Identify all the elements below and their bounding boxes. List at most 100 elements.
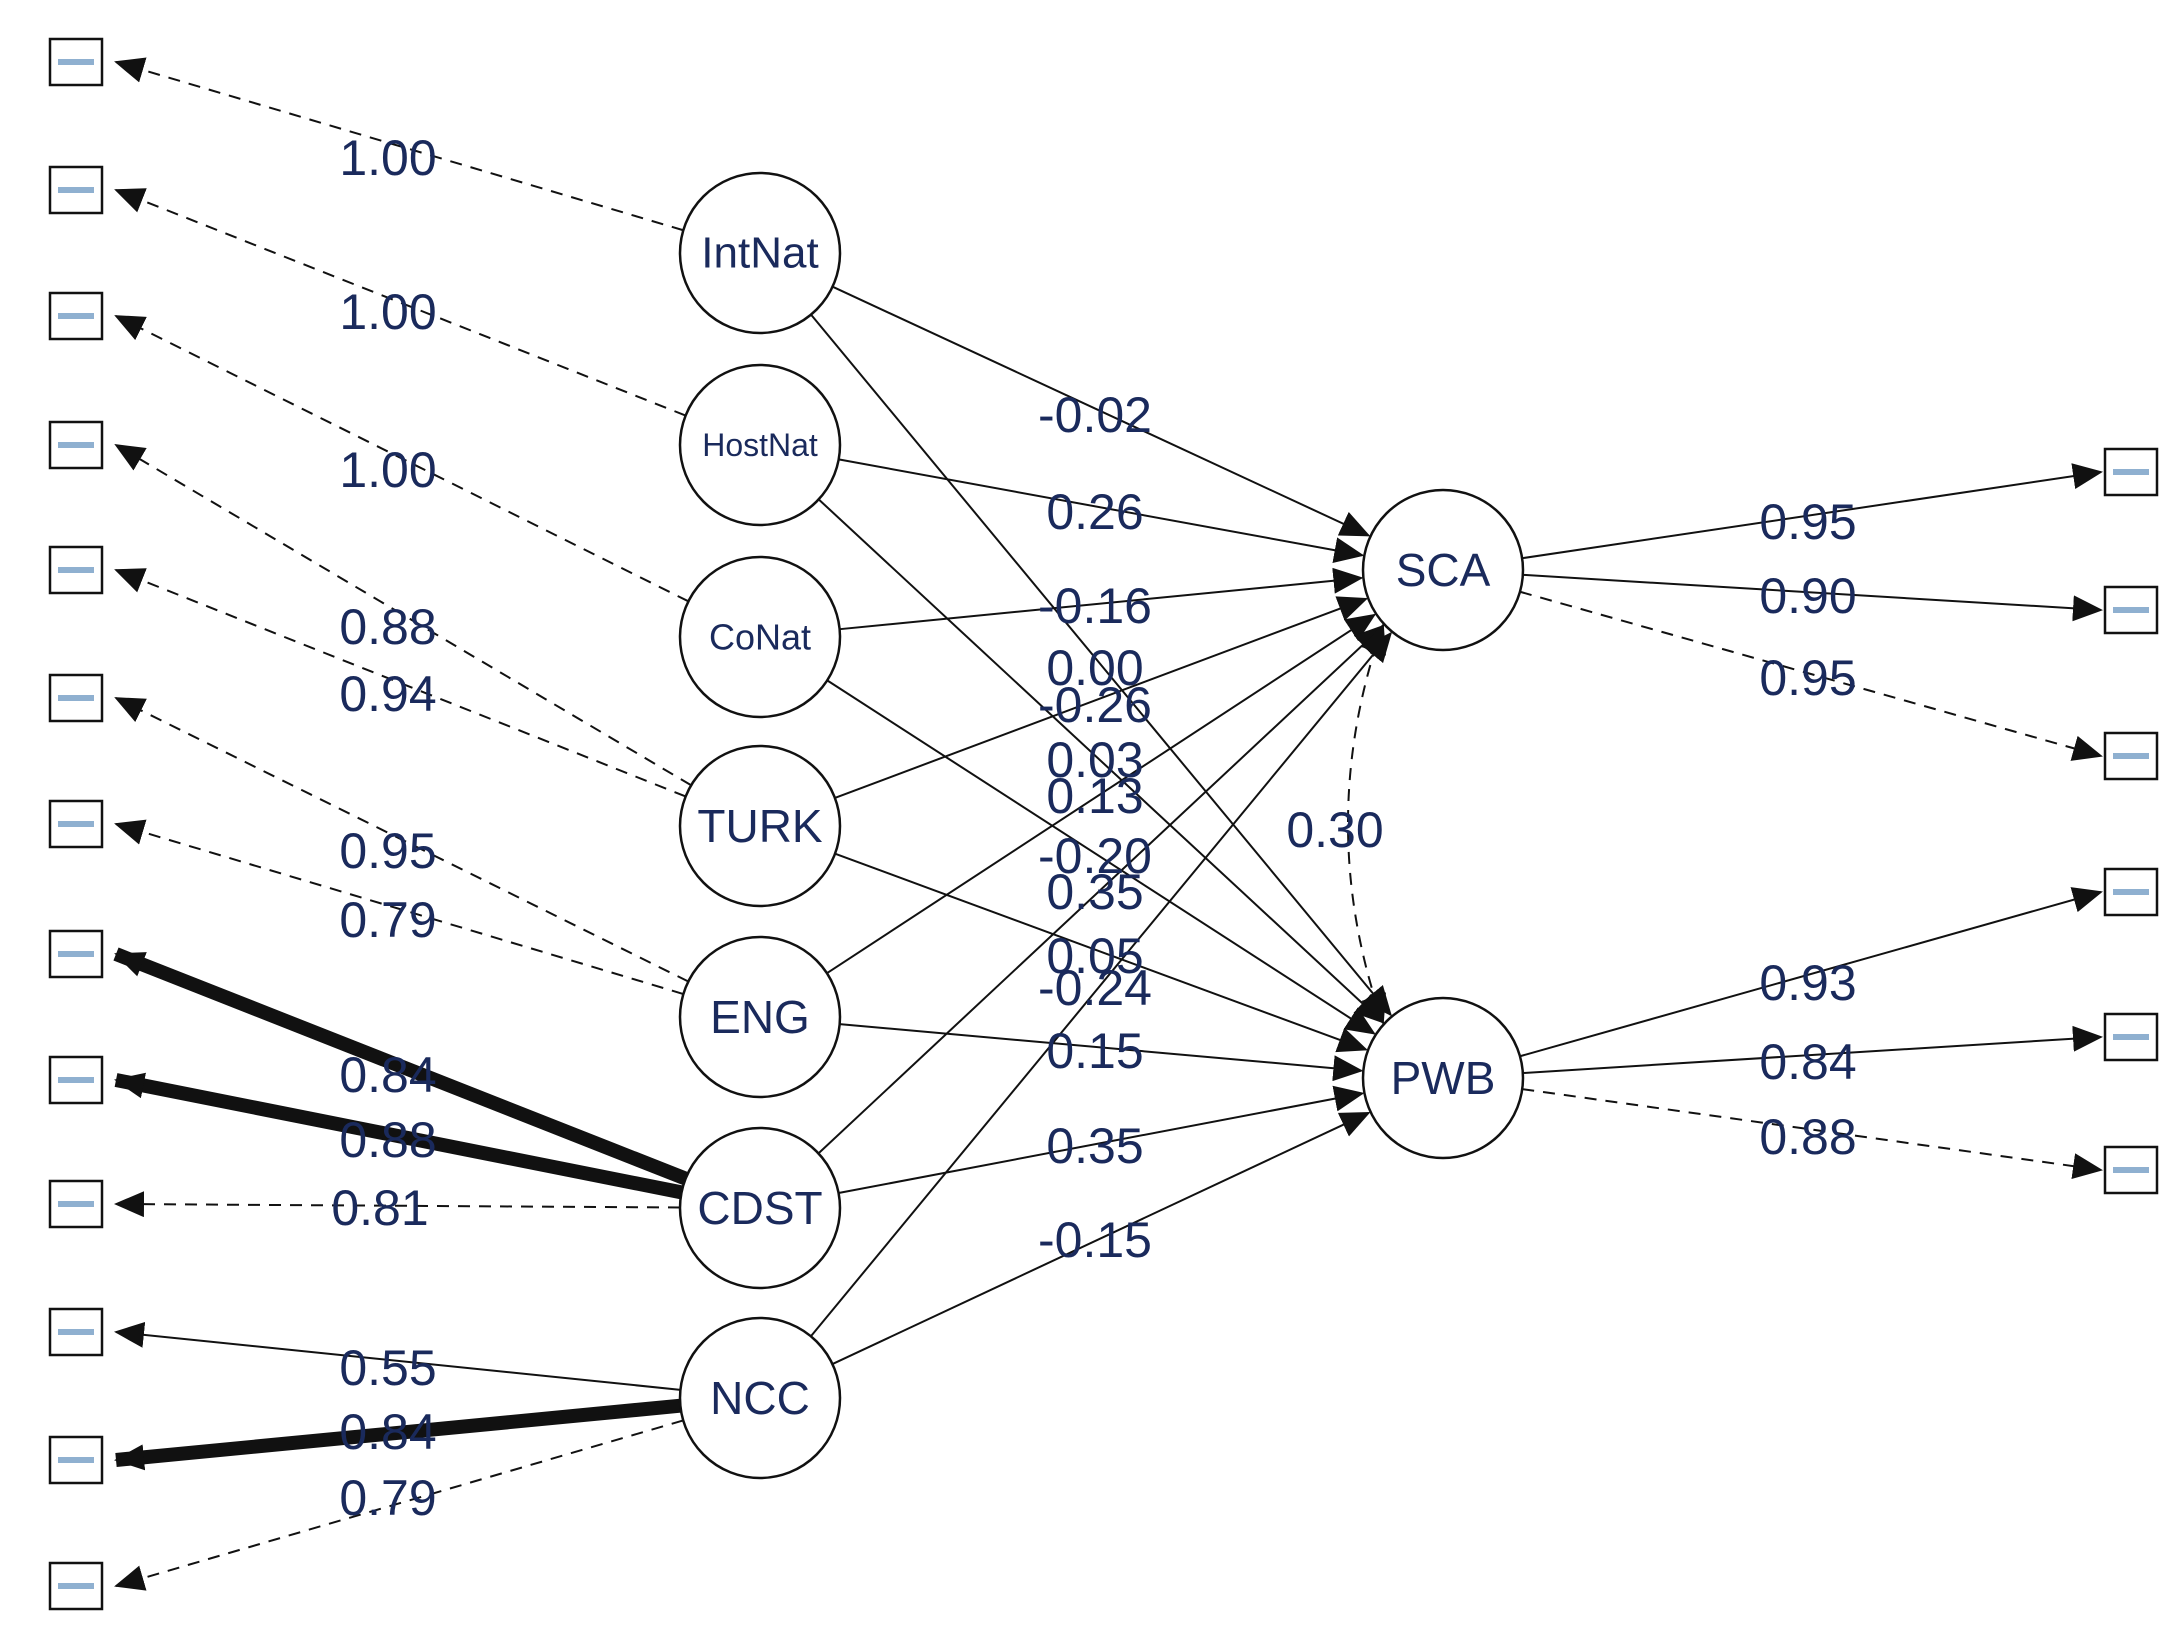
manifest-indicator-right xyxy=(2103,731,2159,781)
path-coefficient-label: -0.20 xyxy=(1038,828,1152,884)
manifest-indicator-left xyxy=(48,291,104,341)
manifest-indicator-left xyxy=(48,1561,104,1611)
loading-label: 0.93 xyxy=(1759,955,1856,1011)
latent-node-hostnat: HostNat xyxy=(678,363,842,527)
loading-path xyxy=(114,443,692,787)
structural-path xyxy=(810,631,1393,1337)
loading-label: 0.84 xyxy=(339,1404,436,1460)
structural-path xyxy=(834,852,1368,1053)
loading-path xyxy=(1522,573,2103,622)
latent-node-label: IntNat xyxy=(701,229,818,278)
loading-path xyxy=(1522,1088,2103,1179)
loading-path xyxy=(114,57,684,232)
manifest-indicator-right xyxy=(2103,867,2159,917)
manifest-indicator-left xyxy=(48,929,104,979)
structural-path xyxy=(838,1085,1365,1195)
manifest-indicator-left xyxy=(48,37,104,87)
path-coefficient-label: 0.35 xyxy=(1046,864,1143,920)
path-coefficient-label: -0.24 xyxy=(1038,960,1152,1016)
loading-label: 0.95 xyxy=(339,823,436,879)
manifest-indicator-left xyxy=(48,1055,104,1105)
loading-path xyxy=(1521,463,2103,560)
loading-label: 0.90 xyxy=(1759,568,1856,624)
manifest-indicator-left xyxy=(48,1435,104,1485)
manifest-indicator-right xyxy=(2103,447,2159,497)
path-coefficient-label: -0.02 xyxy=(1038,387,1152,443)
structural-path xyxy=(832,285,1371,537)
manifest-indicator-left xyxy=(48,420,104,470)
latent-node-label: ENG xyxy=(710,991,810,1043)
structural-path xyxy=(826,679,1376,1035)
manifest-indicator-right xyxy=(2103,1145,2159,1195)
loading-path xyxy=(114,315,689,603)
loading-label: 0.81 xyxy=(331,1180,428,1236)
latent-node-label: PWB xyxy=(1391,1052,1496,1104)
path-coefficient-label: -0.26 xyxy=(1038,677,1152,733)
loading-path xyxy=(114,819,684,995)
loading-path xyxy=(1522,1025,2103,1075)
structural-path xyxy=(826,613,1377,975)
loading-path xyxy=(114,188,686,417)
manifest-indicator-left xyxy=(48,1179,104,1229)
manifest-indicator-left xyxy=(48,673,104,723)
manifest-indicator-left xyxy=(48,1307,104,1357)
loading-path xyxy=(114,1072,683,1200)
latent-node-pwb: PWB xyxy=(1361,996,1525,1160)
residual-covariance-label: 0.30 xyxy=(1286,802,1383,858)
path-coefficient-label: 0.03 xyxy=(1046,732,1143,788)
latent-node-intnat: IntNat xyxy=(678,171,842,335)
manifest-indicator-right xyxy=(2103,585,2159,635)
edges-layer xyxy=(113,57,2103,1591)
loading-label: 0.79 xyxy=(339,1470,436,1526)
path-coefficient-label: 0.13 xyxy=(1046,768,1143,824)
loading-path xyxy=(114,1398,682,1471)
latent-node-cdst: CDST xyxy=(678,1126,842,1290)
latent-node-turk: TURK xyxy=(678,744,842,908)
path-coefficient-label: 0.00 xyxy=(1046,640,1143,696)
path-coefficient-label: -0.16 xyxy=(1038,578,1152,634)
structural-path xyxy=(832,1111,1371,1365)
loading-label: 0.88 xyxy=(339,599,436,655)
latent-node-label: CDST xyxy=(697,1182,822,1234)
structural-path xyxy=(810,313,1392,1017)
loading-path xyxy=(114,1419,684,1591)
structural-path xyxy=(817,624,1385,1155)
manifest-indicator-left xyxy=(48,165,104,215)
loading-path xyxy=(1519,887,2103,1058)
loading-label: 0.79 xyxy=(339,892,436,948)
latent-node-sca: SCA xyxy=(1361,488,1525,652)
loading-label: 0.84 xyxy=(1759,1034,1856,1090)
labels-layer: 1.001.001.000.880.940.950.790.840.880.81… xyxy=(331,130,1856,1526)
loading-path xyxy=(114,1191,681,1218)
path-coefficient-label: -0.15 xyxy=(1038,1212,1152,1268)
latent-node-label: CoNat xyxy=(709,617,811,658)
latent-node-ncc: NCC xyxy=(678,1316,842,1480)
path-coefficient-label: 0.05 xyxy=(1046,928,1143,984)
loading-path xyxy=(1519,590,2103,761)
loading-label: 1.00 xyxy=(339,284,436,340)
structural-path xyxy=(838,458,1365,563)
structural-path xyxy=(817,498,1385,1024)
manifest-indicator-left xyxy=(48,799,104,849)
latent-node-label: NCC xyxy=(710,1372,810,1424)
loading-label: 0.55 xyxy=(339,1340,436,1396)
loading-path xyxy=(114,568,687,798)
manifest-indicator-left xyxy=(48,545,104,595)
structural-path xyxy=(834,596,1369,799)
loading-label: 0.88 xyxy=(1759,1109,1856,1165)
latent-node-label: TURK xyxy=(697,800,823,852)
structural-path xyxy=(839,567,1364,631)
loading-path xyxy=(114,1321,681,1391)
structural-path xyxy=(839,1023,1364,1082)
loading-label: 0.94 xyxy=(339,666,436,722)
loading-label: 0.88 xyxy=(339,1112,436,1168)
loading-path xyxy=(113,947,689,1186)
loading-path xyxy=(114,697,689,983)
path-coefficient-label: 0.35 xyxy=(1046,1118,1143,1174)
manifest-indicator-right xyxy=(2103,1012,2159,1062)
loading-label: 0.84 xyxy=(339,1047,436,1103)
loading-label: 1.00 xyxy=(339,130,436,186)
latent-node-label: SCA xyxy=(1396,544,1491,596)
